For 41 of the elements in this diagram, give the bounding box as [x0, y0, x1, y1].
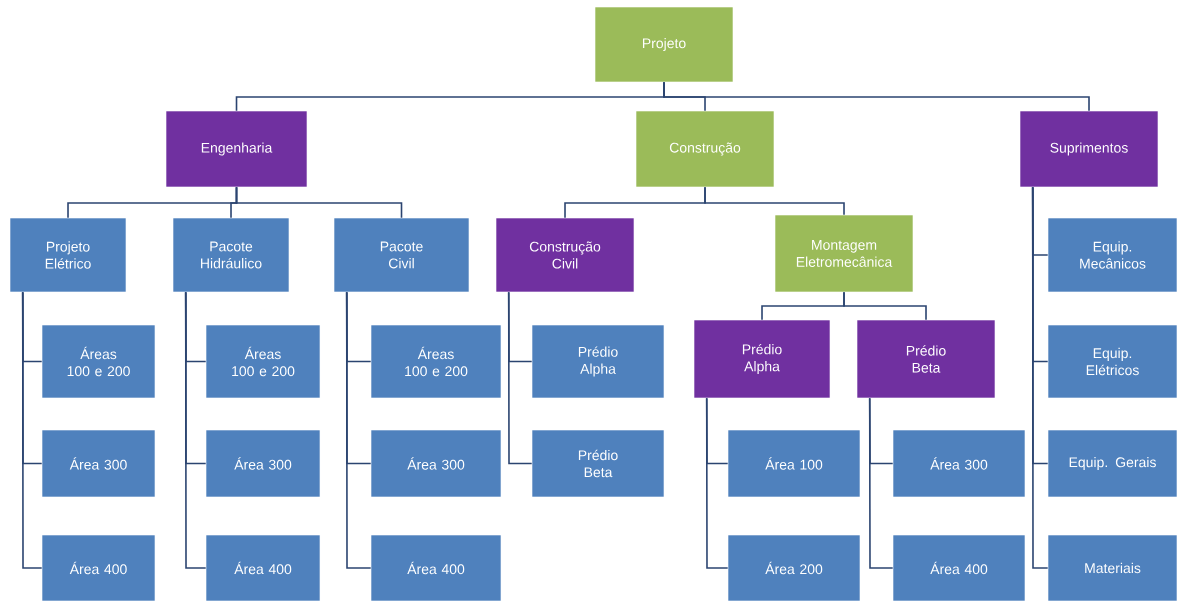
connector — [705, 397, 729, 569]
task-box: Área 300 — [370, 429, 502, 498]
task-box: Equip. Mecânicos — [1047, 217, 1178, 293]
connector — [507, 291, 533, 465]
connector — [704, 186, 845, 216]
task-box: Área 100 — [727, 429, 861, 498]
connector — [184, 291, 207, 569]
group-box: Prédio Alpha — [693, 319, 831, 399]
connector — [1031, 186, 1049, 569]
task-box: Área 300 — [41, 429, 156, 498]
task-box: Área 400 — [41, 534, 156, 602]
task-box: Áreas 100 e 200 — [370, 324, 502, 399]
connector — [21, 291, 43, 569]
summary-box: Montagem Eletromecânica — [774, 214, 914, 293]
task-box: Materiais — [1047, 534, 1178, 602]
task-box: Áreas 100 e 200 — [205, 324, 321, 399]
task-box: Área 300 — [892, 429, 1026, 498]
task-box: Prédio Alpha — [531, 324, 665, 399]
task-box: Áreas 100 e 200 — [41, 324, 156, 399]
task-box: Pacote Hidráulico — [172, 217, 290, 293]
task-box: Prédio Beta — [531, 429, 665, 498]
summary-box: Construção — [635, 110, 775, 188]
task-box: Equip. Gerais — [1047, 429, 1178, 498]
task-box: Área 400 — [205, 534, 321, 602]
task-box: Área 300 — [205, 429, 321, 498]
connector — [843, 291, 927, 321]
connector — [868, 397, 894, 569]
group-box: Prédio Beta — [856, 319, 996, 399]
connector — [345, 291, 372, 569]
task-box: Área 200 — [727, 534, 861, 602]
group-box: Construção Civil — [495, 217, 635, 293]
task-box: Área 400 — [370, 534, 502, 602]
task-box: Equip. Elétricos — [1047, 324, 1178, 399]
summary-box: Projeto — [594, 6, 734, 83]
group-box: Suprimentos — [1019, 110, 1159, 188]
connector — [235, 186, 403, 219]
connector — [663, 81, 1090, 112]
task-box: Pacote Civil — [333, 217, 470, 293]
task-box: Área 400 — [892, 534, 1026, 602]
group-box: Engenharia — [165, 110, 308, 188]
task-box: Projeto Elétrico — [9, 217, 127, 293]
